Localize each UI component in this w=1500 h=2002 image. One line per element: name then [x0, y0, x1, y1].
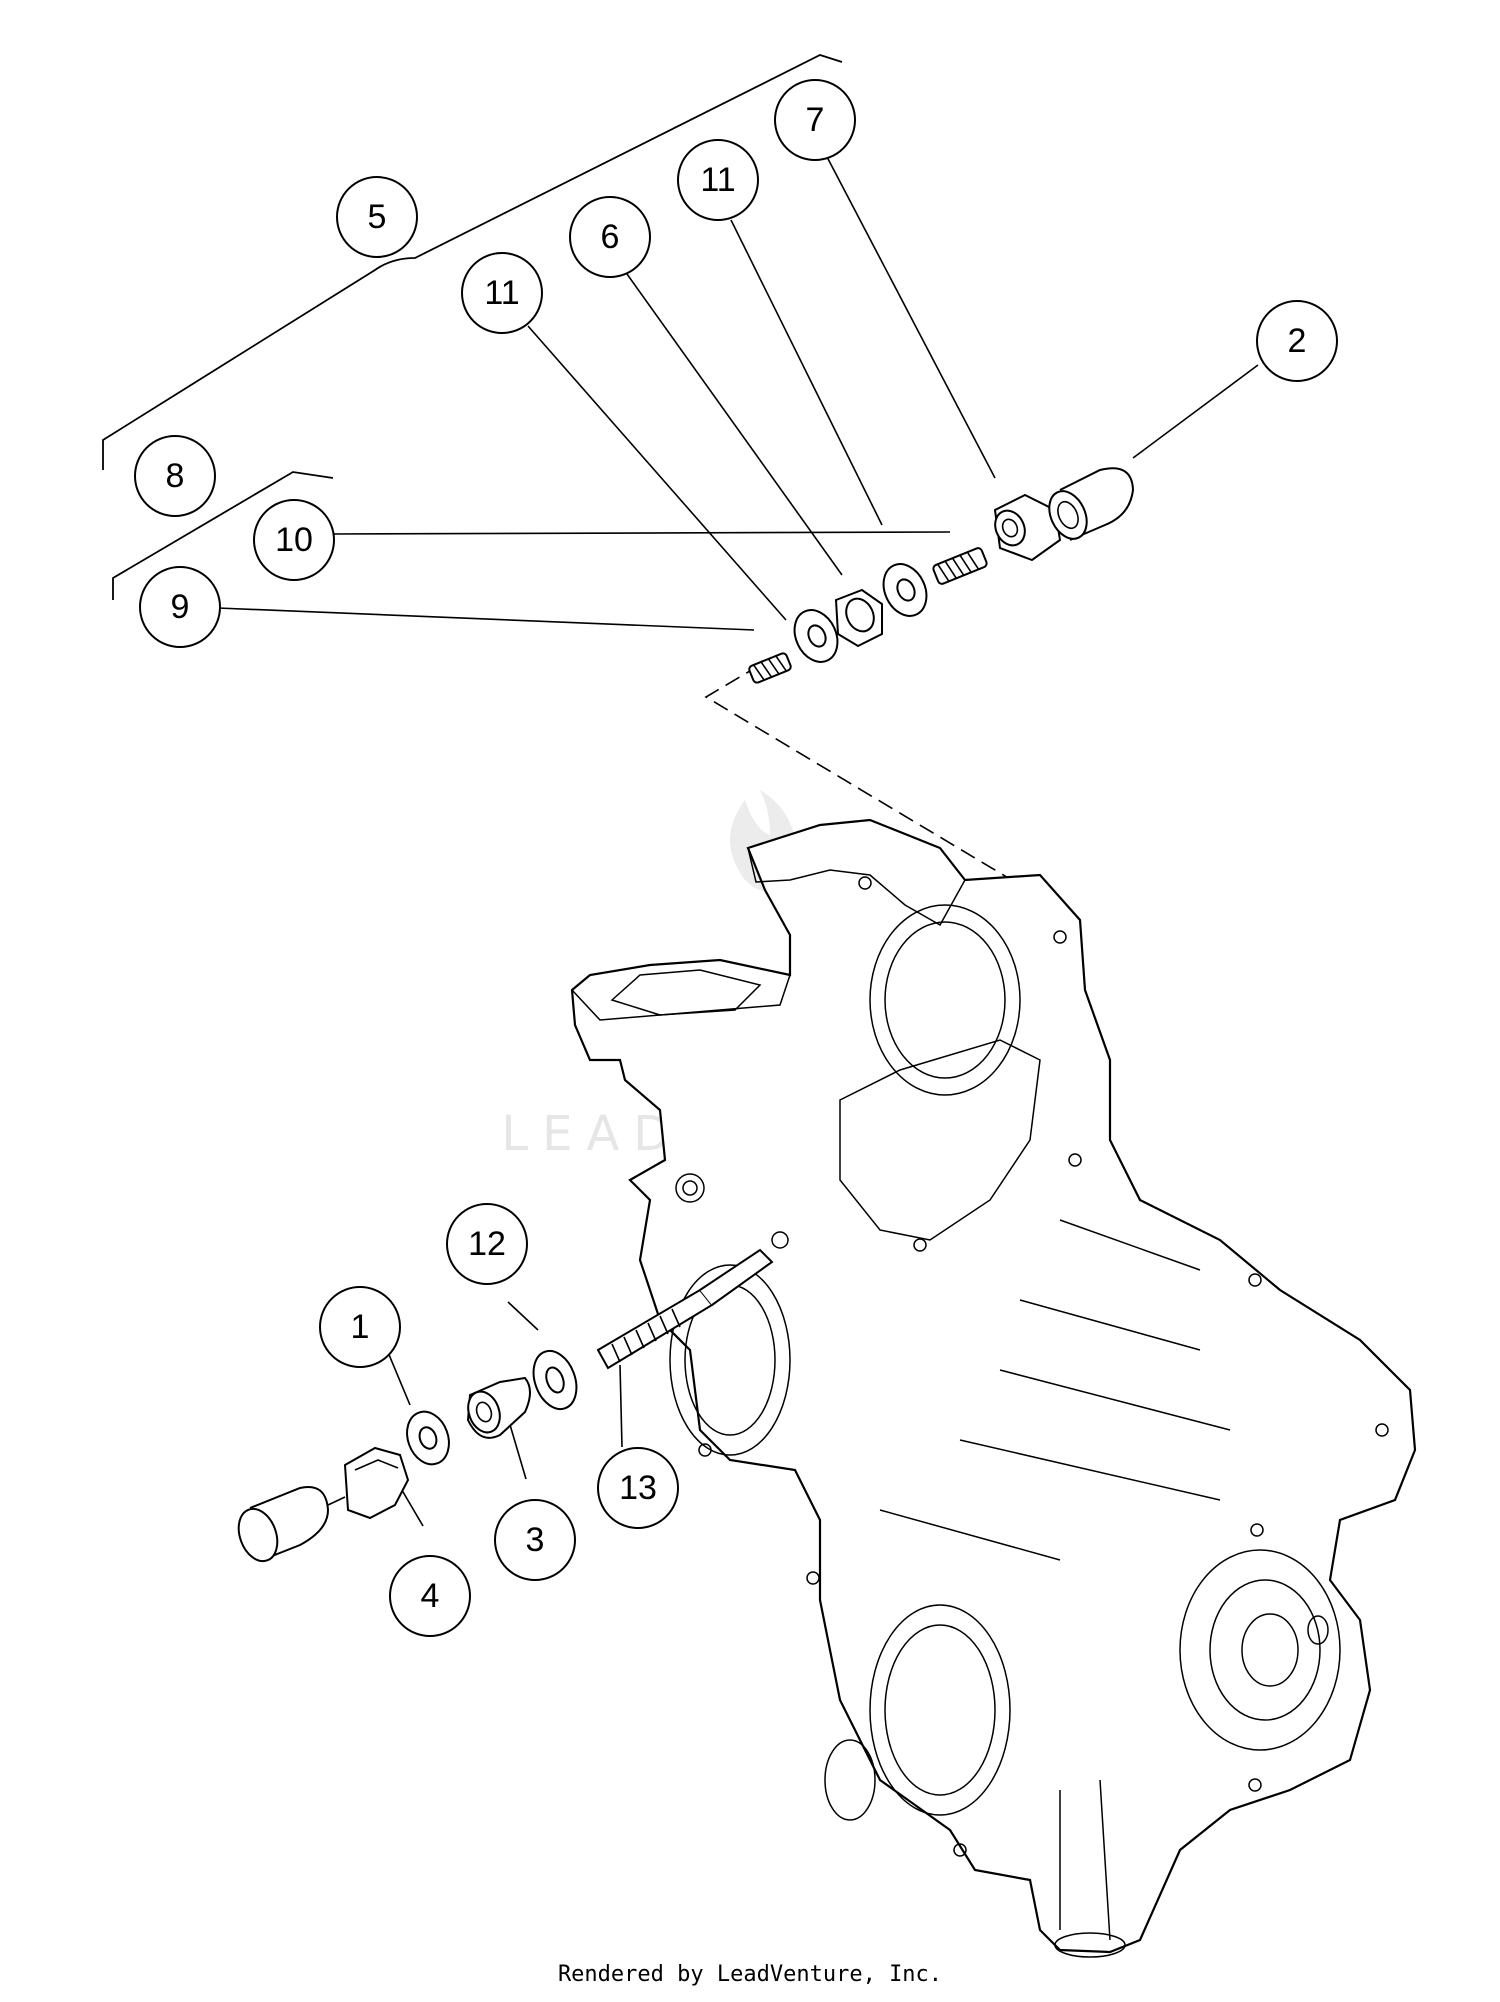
part-11-washer-left	[793, 609, 839, 663]
svg-text:7: 7	[806, 101, 825, 139]
part-1-washer	[406, 1410, 450, 1466]
svg-text:2: 2	[1288, 322, 1307, 360]
svg-text:8: 8	[166, 457, 185, 495]
assembly-bracket-5	[102, 54, 843, 470]
callout-7: 7	[774, 79, 856, 161]
part-10-stud	[932, 547, 988, 585]
svg-text:12: 12	[468, 1225, 506, 1263]
callout-8: 8	[134, 435, 216, 517]
callout-1: 1	[319, 1286, 401, 1368]
part-4-sleeve	[237, 1486, 346, 1563]
svg-text:3: 3	[526, 1521, 545, 1559]
part-13-stud	[596, 1248, 774, 1370]
svg-text:4: 4	[421, 1577, 440, 1615]
assembly-bracket-8	[112, 471, 334, 600]
svg-text:6: 6	[601, 218, 620, 256]
part-6-nut	[834, 588, 883, 648]
callout-11: 11	[677, 139, 759, 221]
svg-text:5: 5	[368, 198, 387, 236]
timing-cover-housing	[570, 818, 1417, 1958]
callout-12: 12	[446, 1203, 528, 1285]
svg-text:10: 10	[275, 521, 313, 559]
svg-text:11: 11	[484, 274, 519, 312]
callout-9: 9	[139, 566, 221, 648]
callout-5: 5	[336, 176, 418, 258]
callout-10: 10	[253, 499, 335, 581]
callout-4: 4	[389, 1555, 471, 1637]
callout-11: 11	[461, 252, 543, 334]
svg-text:1: 1	[351, 1308, 370, 1346]
callout-6: 6	[569, 196, 651, 278]
part-2-sleeve	[1048, 467, 1135, 541]
svg-text:11: 11	[700, 161, 735, 199]
part-9-spring	[748, 652, 792, 684]
callout-3: 3	[494, 1499, 576, 1581]
callout-13: 13	[597, 1447, 679, 1529]
footer-credit: Rendered by LeadVenture, Inc.	[557, 1962, 943, 1987]
part-3-nut	[466, 1376, 531, 1439]
part-11-washer-right	[882, 563, 928, 617]
svg-text:13: 13	[619, 1469, 657, 1507]
part-4-cap-nut	[343, 1446, 410, 1520]
svg-text:9: 9	[171, 588, 190, 626]
alignment-dashed-line	[704, 664, 1021, 886]
callout-2: 2	[1256, 300, 1338, 382]
part-12-washer	[532, 1349, 578, 1411]
part-7-cap-nut	[993, 493, 1062, 562]
